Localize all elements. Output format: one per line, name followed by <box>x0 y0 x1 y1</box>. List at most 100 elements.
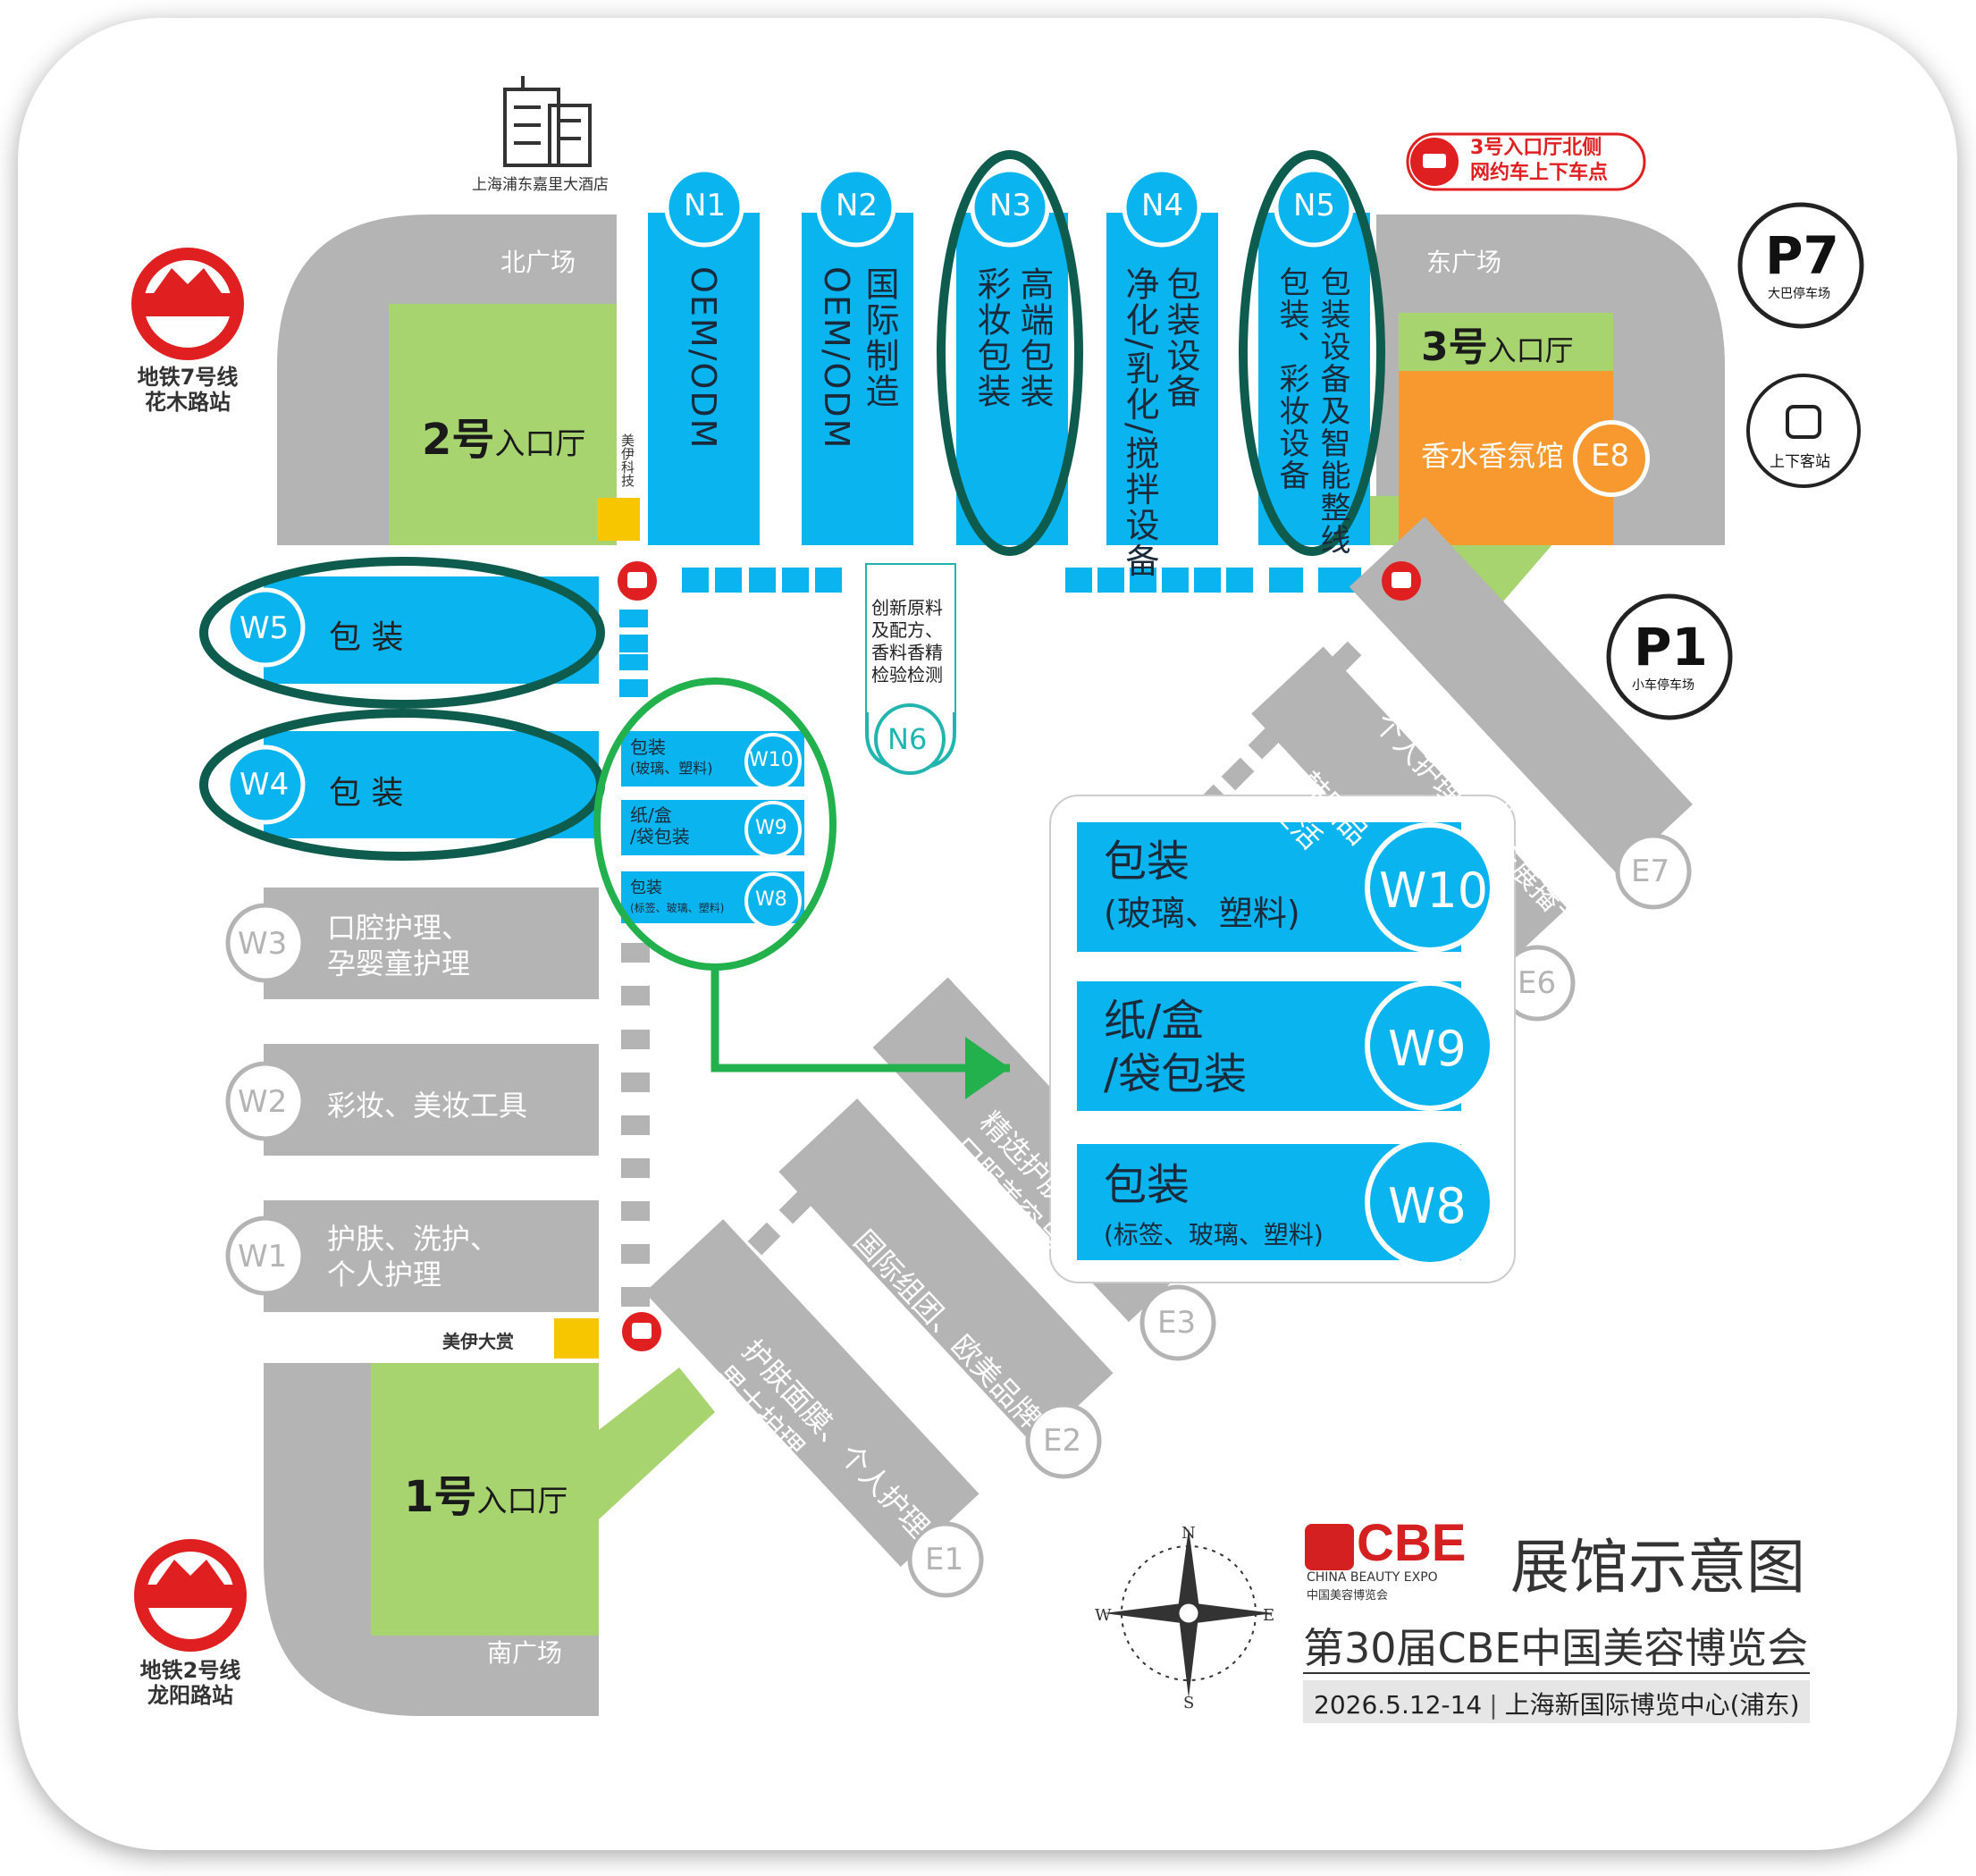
hall-W2-label: 彩妆、美妆工具 <box>327 1089 528 1123</box>
hall-W10-label: 包装 (玻璃、塑料) <box>630 736 713 777</box>
rideshare-badge <box>1406 132 1646 191</box>
hall-E1-badge <box>907 1521 984 1598</box>
hall-N5-code: N5 <box>1293 188 1336 223</box>
walkway-n5-strip <box>1367 496 1399 545</box>
rideshare-label: 3号入口厅北侧 网约车上下车点 <box>1470 137 1609 184</box>
south-square-label: 南广场 <box>487 1638 563 1668</box>
expo-date-venue: 2026.5.12-14|上海新国际博览中心(浦东) <box>1314 1690 1800 1720</box>
hall-E3-badge <box>1139 1284 1216 1361</box>
hall-E1 <box>644 1219 980 1568</box>
hall-E8-label: 香水香氛馆 <box>1421 439 1565 473</box>
hall-N1 <box>648 167 760 545</box>
hall-N1-code: N1 <box>684 188 727 223</box>
hall-E1-code: E1 <box>925 1542 964 1577</box>
cbe-logo-en: CHINA BEAUTY EXPO <box>1307 1570 1438 1585</box>
hall-W10 <box>621 731 804 790</box>
hall-E2-code: E2 <box>1043 1423 1082 1459</box>
hall-E8-badge <box>1573 420 1650 497</box>
expo-subtitle: 第30届CBE中国美容博览会 <box>1303 1624 1809 1672</box>
hall-N3 <box>956 167 1068 545</box>
zoom-arrow-head <box>965 1037 1010 1099</box>
hall-W4 <box>225 731 599 838</box>
compass-rose <box>1104 1528 1274 1698</box>
p7-sub-label: 大巴停车场 <box>1768 287 1830 301</box>
hall-E8-code: E8 <box>1591 438 1630 474</box>
map-title: 展馆示意图 <box>1510 1533 1805 1602</box>
booths-west <box>619 610 648 697</box>
entrance3-hall <box>1399 313 1613 371</box>
hall-W9-label: 纸/盒 /袋包装 <box>630 804 690 847</box>
bus-icon <box>622 1312 661 1351</box>
hall-E2-badge <box>1025 1402 1102 1479</box>
hall-N4 <box>1106 167 1218 545</box>
hall-E7-code: E7 <box>1631 854 1670 889</box>
hall-W5-label: 包 装 <box>329 619 404 656</box>
cbe-logo-cn: 中国美容博览会 <box>1307 1589 1389 1603</box>
hall-N6 <box>865 563 956 775</box>
metro7-logo <box>131 248 244 360</box>
east-square-label: 东广场 <box>1426 248 1502 277</box>
bus-icon <box>1382 561 1421 601</box>
entrance1-hall <box>371 1363 599 1636</box>
hall-N4-label: 包装设备净化/乳化/搅拌设备 <box>1120 266 1200 579</box>
hall-E2 <box>778 1098 1114 1447</box>
hall-W3-code: W3 <box>238 926 288 962</box>
compass-w: W <box>1095 1606 1112 1625</box>
hall-N5 <box>1258 167 1370 545</box>
p7-label: P7 <box>1765 225 1839 286</box>
booths-diagonal-sw <box>689 1190 812 1314</box>
zoom-W10-label: 包装 (玻璃、塑料) <box>1104 837 1300 933</box>
north-square-label: 北广场 <box>500 248 576 277</box>
hall-E7-badge <box>1615 833 1692 910</box>
p1-circle <box>1606 593 1733 720</box>
cbe-logo-mark <box>1305 1524 1354 1570</box>
hall-W9 <box>621 800 804 858</box>
metro2-logo <box>134 1539 247 1652</box>
hall-N4-code: N4 <box>1141 188 1184 223</box>
hall-W2 <box>225 1044 599 1156</box>
hall-W8 <box>621 871 804 930</box>
zoom-hall-W8 <box>1077 1137 1495 1267</box>
entrance2-label: 2号入口厅 <box>422 415 586 465</box>
entrance3-label: 3号入口厅 <box>1421 324 1574 370</box>
hall-N3-code: N3 <box>989 188 1032 223</box>
entrance2-hall <box>389 304 617 545</box>
metro2-label: 地铁2号线 龙阳路站 <box>139 1658 241 1708</box>
entrance1-label: 1号入口厅 <box>404 1472 568 1522</box>
bus-stop-label: 上下客站 <box>1770 453 1830 471</box>
zoom-W10-code: W10 <box>1379 862 1489 919</box>
zoom-hall-W9 <box>1077 980 1495 1111</box>
hall-W4-label: 包 装 <box>329 775 404 812</box>
hall-W2-code: W2 <box>238 1084 288 1120</box>
walkway-sw <box>599 1367 715 1519</box>
meiyi-award-badge <box>554 1318 599 1359</box>
hall-W9-code: W9 <box>755 817 787 839</box>
booths-north-right <box>1065 568 1361 593</box>
p1-sub-label: 小车停车场 <box>1632 678 1694 693</box>
metro7-label: 地铁7号线 花木路站 <box>137 365 239 415</box>
zoom-W8-label: 包装 (标签、玻璃、塑料) <box>1104 1160 1324 1249</box>
hall-W1 <box>225 1200 599 1312</box>
highlight-n3 <box>937 150 1083 556</box>
date-bar <box>1303 1680 1810 1723</box>
bus-stop-circle <box>1746 374 1861 488</box>
hall-W8-label: 包装 (标签、玻璃、塑料) <box>630 879 725 914</box>
highlight-w5 <box>199 557 605 709</box>
hall-E3-code: E3 <box>1157 1305 1197 1341</box>
zoom-hall-W10 <box>1077 822 1495 953</box>
booths-north-left <box>682 568 842 593</box>
meiyi-tech-badge <box>597 498 640 541</box>
hotel-label: 上海浦东嘉里大酒店 <box>472 176 609 194</box>
p1-label: P1 <box>1634 617 1708 677</box>
hall-N2 <box>802 167 913 545</box>
train-icon <box>1786 405 1821 439</box>
hall-W5-code: W5 <box>240 610 290 646</box>
hall-N6-code: N6 <box>887 722 928 756</box>
highlight-n5 <box>1239 150 1385 556</box>
zoom-W9-code: W9 <box>1388 1021 1467 1077</box>
compass-n: N <box>1181 1524 1196 1543</box>
hall-W5 <box>225 576 599 684</box>
hall-W1-code: W1 <box>238 1239 288 1275</box>
